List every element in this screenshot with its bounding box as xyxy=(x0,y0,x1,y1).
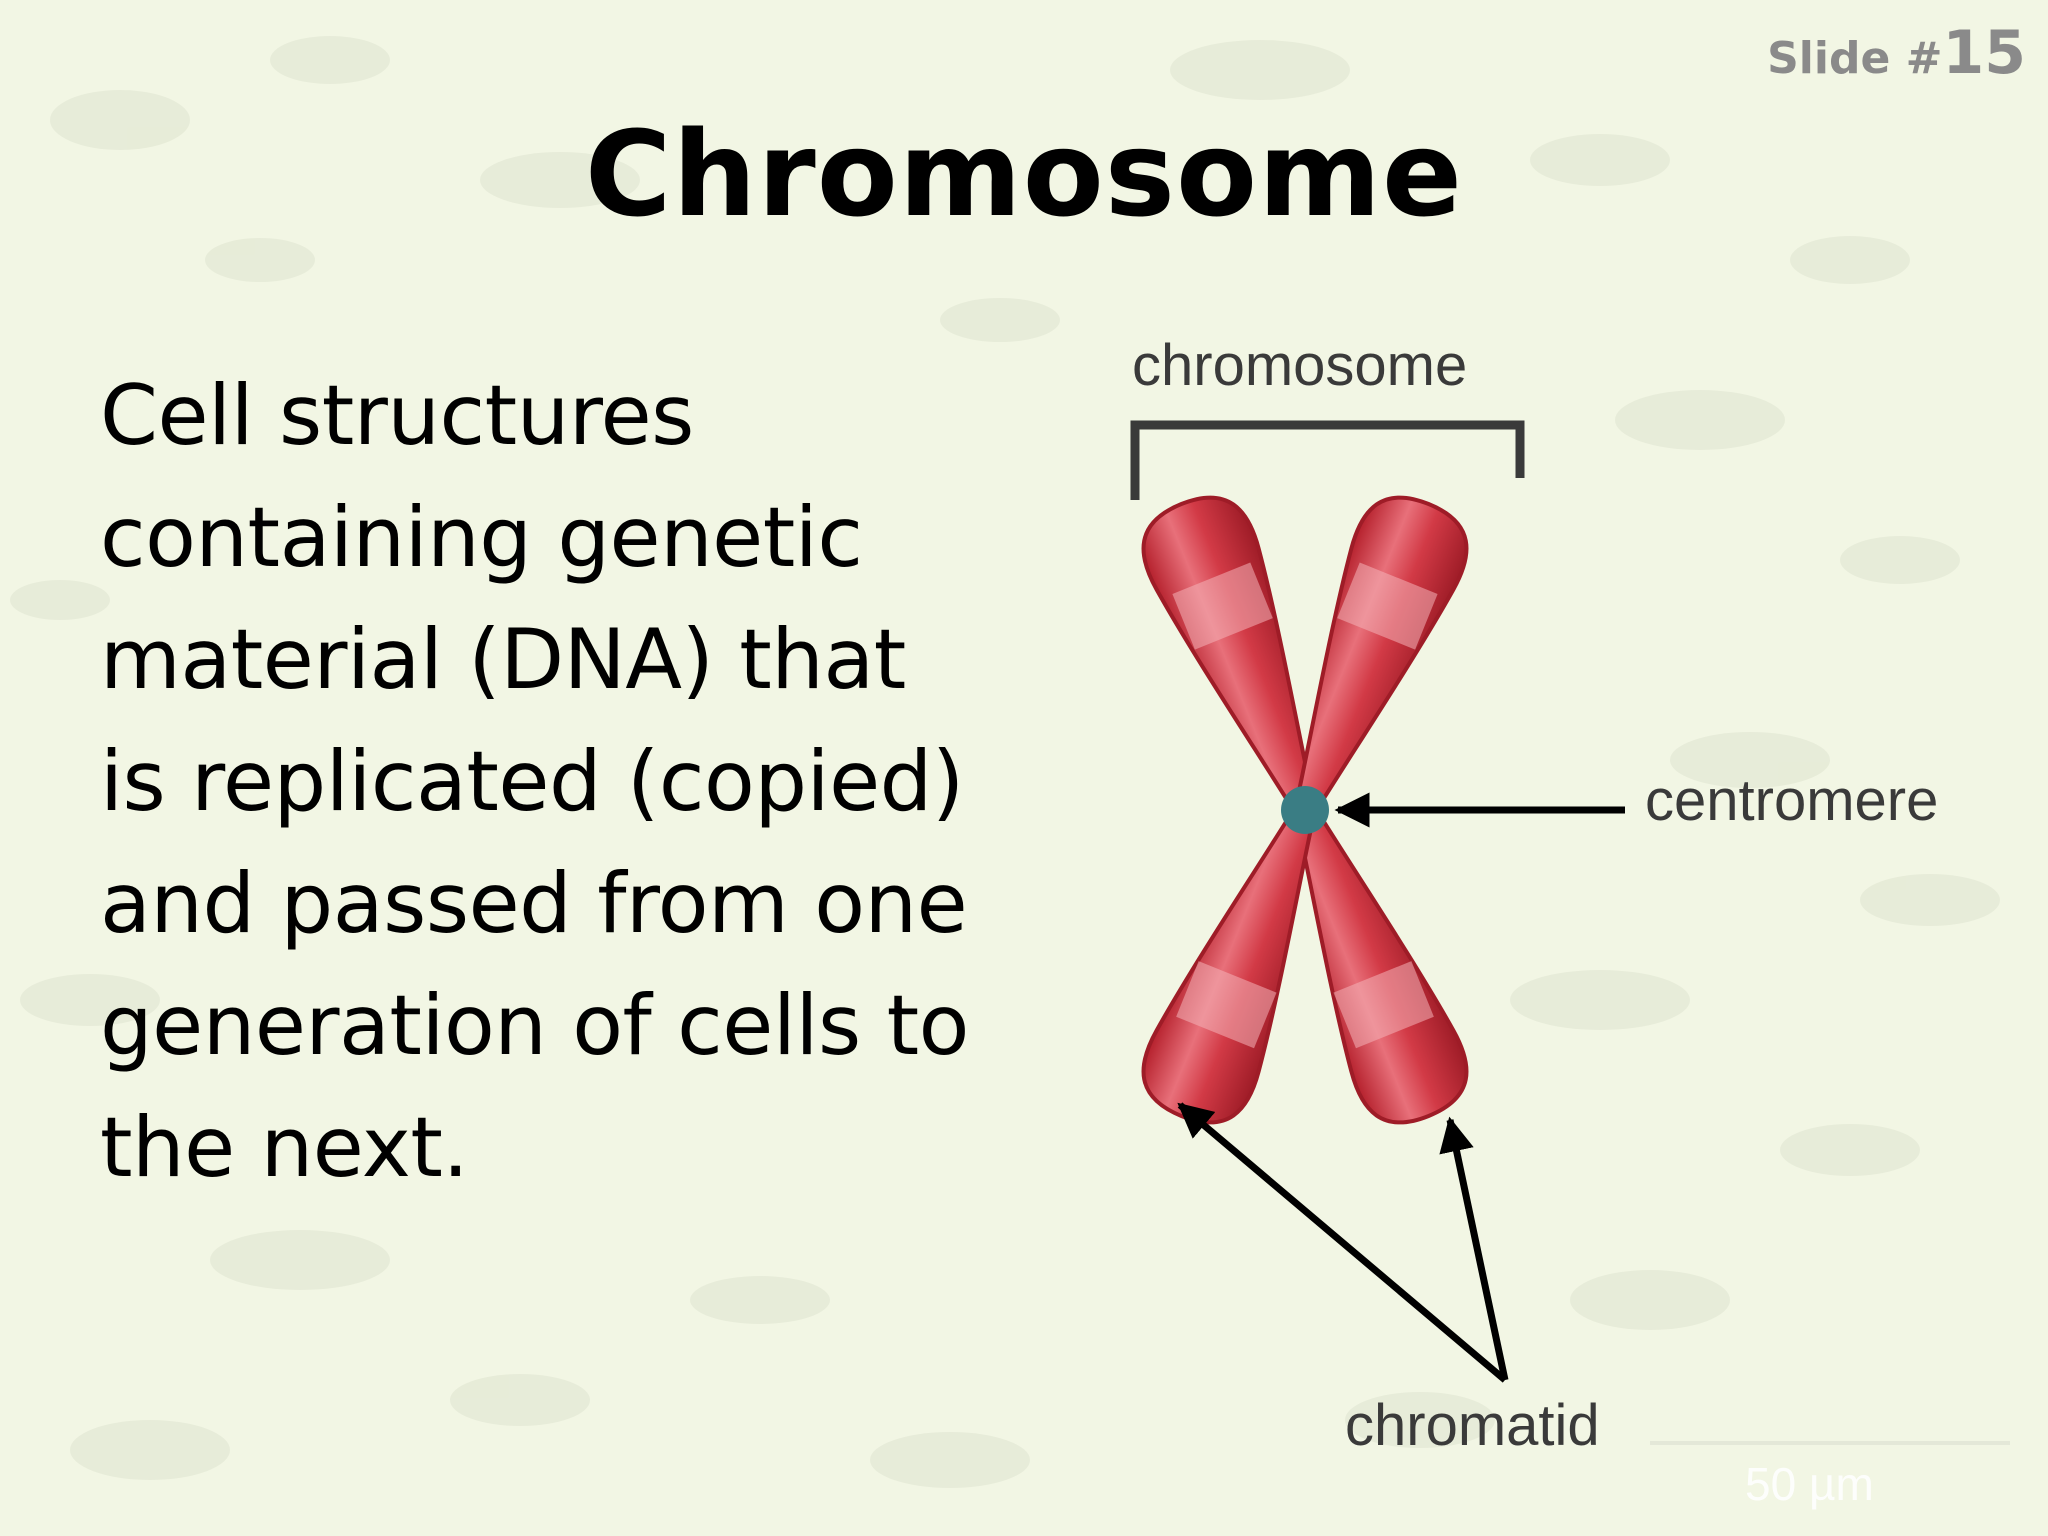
centromere-label: centromere xyxy=(1645,768,1938,833)
slide-title: Chromosome xyxy=(584,105,1464,243)
chromosome-bracket xyxy=(1130,420,1525,500)
scale-bar-label: 50 µm xyxy=(1745,1458,1874,1510)
chromosome-label: chromosome xyxy=(1132,333,1467,398)
chromosome-shape xyxy=(1141,495,1469,1125)
slide-number: Slide #15 xyxy=(1767,18,2026,88)
slide-body-text: Cell structures containing genetic mater… xyxy=(100,367,969,1196)
centromere-dot xyxy=(1281,786,1329,834)
chromatid-arrow-right xyxy=(1439,1116,1509,1381)
slide-number-value: 15 xyxy=(1942,18,2027,88)
chromatid-arrow-left xyxy=(1177,1102,1508,1383)
chromatid-label: chromatid xyxy=(1345,1393,1600,1458)
slide-number-label: Slide # xyxy=(1767,33,1943,84)
